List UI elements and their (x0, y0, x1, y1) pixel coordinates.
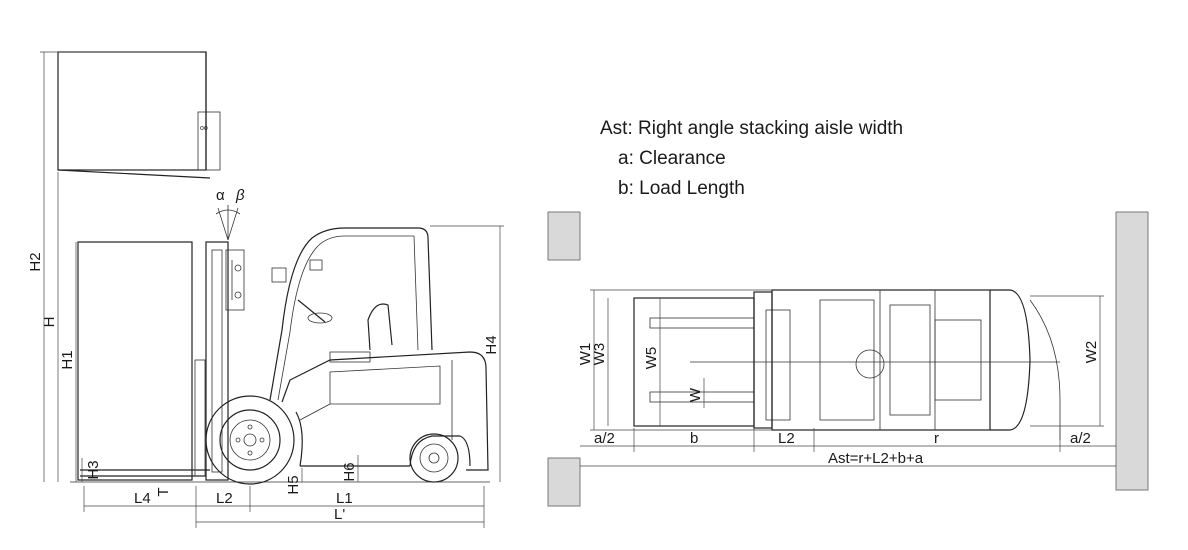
a-half-right-label: a/2 (1070, 430, 1091, 447)
tilt-angle: α β (215, 187, 245, 241)
l2-side-label: L2 (216, 490, 233, 507)
forks (80, 359, 210, 477)
vertical-dimensions (40, 51, 504, 482)
l4-label: L4 (134, 490, 151, 507)
legend-a: a: Clearance (618, 148, 726, 169)
l1-label: L1 (336, 490, 353, 507)
w2-label: W2 (1083, 341, 1100, 364)
legend-b: b: Load Length (618, 178, 745, 199)
horizontal-dimensions (83, 486, 485, 528)
load-box (77, 241, 193, 481)
w1-label: W1 (577, 343, 594, 366)
side-view: oo α β (27, 51, 504, 528)
b-label: b (690, 430, 698, 447)
wall-bottom-left (547, 457, 581, 507)
top-view: W1 W3 W5 W W2 a/2 b L2 r a/2 Ast=r+L2+b+… (547, 211, 1149, 507)
t-label: T (155, 487, 172, 496)
raised-load: oo (57, 51, 221, 179)
lprime-label: L' (334, 506, 345, 523)
r-label: r (934, 430, 939, 447)
w5-label: W5 (643, 347, 660, 370)
ast-formula-label: Ast=r+L2+b+a (828, 450, 924, 467)
h6-label: H6 (341, 462, 358, 481)
truck-body (269, 227, 489, 471)
beta-label: β (235, 187, 245, 204)
legend: Ast: Right angle stacking aisle width a:… (600, 118, 903, 199)
front-wheel (205, 395, 295, 485)
top-vertical-dimensions (590, 289, 1104, 431)
w-label: W (687, 387, 704, 402)
h1-label: H1 (59, 350, 76, 369)
svg-text:oo: oo (200, 125, 208, 132)
h5-label: H5 (285, 475, 302, 494)
h4-label: H4 (483, 335, 500, 354)
w3-label: W3 (591, 343, 608, 366)
h-label: H (41, 317, 58, 328)
h2-label: H2 (27, 252, 44, 271)
top-horizontal-dimensions (580, 428, 1116, 467)
a-half-left-label: a/2 (594, 430, 615, 447)
h3-label: H3 (85, 460, 102, 479)
top-truck (690, 289, 1061, 440)
rear-wheel (409, 433, 459, 483)
mast (205, 241, 245, 481)
alpha-label: α (216, 187, 225, 204)
wall-right (1115, 211, 1149, 491)
l2-top-label: L2 (778, 430, 795, 447)
wall-top-left (547, 211, 581, 261)
legend-ast: Ast: Right angle stacking aisle width (600, 118, 903, 139)
